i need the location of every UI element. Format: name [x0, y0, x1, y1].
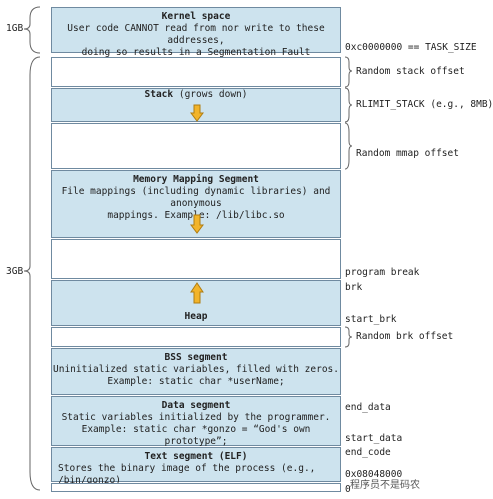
user-brace [23, 56, 41, 491]
watermark: 程序员不是码农 [350, 480, 420, 491]
random-stack-offset-label: Random stack offset [356, 66, 465, 77]
kernel-space-line2: doing so results in a Segmentation Fault [81, 47, 311, 58]
random-mmap-gap [51, 123, 341, 169]
bss-line2: Example: static char *userName; [107, 376, 285, 387]
reserved-gap [51, 483, 341, 492]
free-space-gap [51, 239, 341, 279]
text-line1: Stores the binary image of the process (… [58, 463, 316, 486]
one-gb-label: 1GB [6, 23, 24, 34]
data-title: Data segment [161, 400, 231, 411]
kernel-space-segment: Kernel space User code CANNOT read from … [51, 7, 341, 58]
task-size-label: 0xc0000000 == TASK_SIZE [345, 42, 477, 53]
end-code-label: end_code [345, 447, 391, 458]
zero-address-label: 0 [345, 484, 351, 495]
data-line2: Example: static char *gonzo = “God's own… [81, 424, 311, 447]
mmap-line1: File mappings (including dynamic librari… [61, 186, 331, 209]
end-data-label: end_data [345, 402, 391, 413]
text-segment: Text segment (ELF) Stores the binary ima… [51, 447, 341, 486]
kernel-brace [23, 6, 41, 54]
brk-label: brk [345, 282, 363, 293]
data-segment: Data segment Static variables initialize… [51, 396, 341, 447]
text-start-address-label: 0x08048000 [345, 469, 403, 480]
stack-grow-down-arrow [190, 104, 204, 122]
program-break-label: program break [345, 267, 420, 278]
bss-title: BSS segment [164, 352, 228, 363]
random-mmap-bracket [344, 122, 353, 170]
text-title: Text segment (ELF) [144, 451, 248, 462]
mmap-title: Memory Mapping Segment [133, 174, 259, 185]
size-braces [23, 6, 41, 491]
offset-brackets [344, 56, 353, 348]
bss-line1: Uninitialized static variables, filled w… [53, 364, 339, 375]
random-mmap-offset-label: Random mmap offset [356, 148, 459, 159]
start-data-label: start_data [345, 433, 403, 444]
heap-title: Heap [184, 311, 208, 322]
kernel-space-line1: User code CANNOT read from nor write to … [67, 23, 325, 46]
start-brk-label: start_brk [345, 314, 397, 325]
random-stack-bracket [344, 56, 353, 88]
random-brk-bracket [344, 326, 353, 348]
data-line1: Static variables initialized by the prog… [61, 412, 331, 423]
random-brk-gap [51, 327, 341, 347]
heap-grow-up-arrow [190, 282, 204, 304]
mmap-grow-down-arrow [190, 214, 204, 234]
bss-segment: BSS segment Uninitialized static variabl… [51, 348, 341, 395]
kernel-space-title: Kernel space [161, 11, 231, 22]
rlimit-stack-label: RLIMIT_STACK (e.g., 8MB) [356, 99, 493, 110]
stack-note: (grows down) [178, 89, 248, 100]
stack-title: Stack [144, 89, 174, 100]
three-gb-label: 3GB [6, 266, 24, 277]
rlimit-bracket [344, 87, 353, 123]
random-stack-gap [51, 57, 341, 87]
random-brk-offset-label: Random brk offset [356, 331, 454, 342]
